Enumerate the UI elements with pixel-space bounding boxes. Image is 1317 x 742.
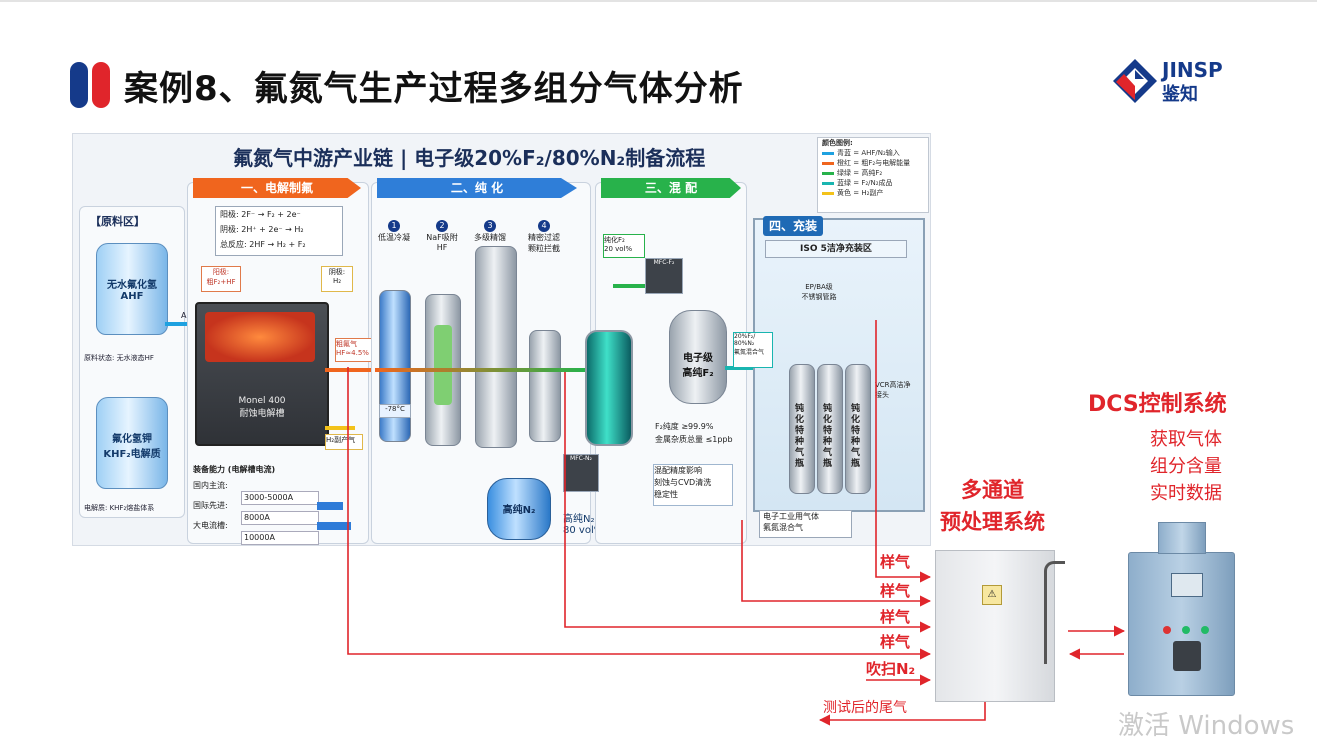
infographic-title: 氟氮气中游产业链 | 电子级20%F₂/80%N₂制备流程 bbox=[233, 146, 706, 170]
temp-label: -78°C bbox=[379, 404, 411, 418]
capacity-bar bbox=[317, 502, 343, 510]
sample-gas-label: 样气 bbox=[880, 608, 911, 626]
process-infographic: 氟氮气中游产业链 | 电子级20%F₂/80%N₂制备流程 颜色图例: 青蓝 =… bbox=[72, 133, 931, 546]
cell-label: Monel 400 耐蚀电解槽 bbox=[238, 396, 286, 419]
legend-item: 黄色 = H₂副产 bbox=[818, 188, 928, 198]
cell-glow bbox=[205, 312, 315, 362]
indicator-lights bbox=[1163, 619, 1211, 634]
reaction-cathode: 阴极: 2H⁺ + 2e⁻ → H₂ bbox=[220, 225, 304, 234]
section4-header: 四、充装 bbox=[763, 216, 823, 236]
capacity-box: 装备能力 (电解槽电流) 国内主流:3000-5000A 国际先进:8000A … bbox=[187, 464, 367, 545]
legend-item: 绿绿 = 高纯F₂ bbox=[818, 168, 928, 178]
anode-label: 阳极: 粗F₂+HF bbox=[201, 266, 241, 292]
crude-f2-label: 粗氟气 HF≈4.5% bbox=[335, 338, 375, 362]
raw-material-panel: 【原料区】 无水氟化氢 AHF 原料状态: 无水液态HF 氟化氢钾 KHF₂电解… bbox=[79, 206, 185, 518]
cabinet-pipes-icon bbox=[1044, 561, 1065, 664]
mfc-f2: MFC-F₂ bbox=[645, 258, 683, 294]
dcs-title: DCS控制系统 bbox=[1088, 392, 1227, 417]
mfc-f2-label: MFC-F₂ bbox=[653, 259, 675, 266]
cylinder-label-3: 钝化特种气瓶 bbox=[851, 404, 861, 469]
logo-text-en: JINSP bbox=[1162, 58, 1223, 82]
sample-gas-label: 样气 bbox=[880, 582, 911, 600]
purity-spec: F₂纯度 ≥99.9% 金属杂质总量 ≤1ppb bbox=[655, 422, 733, 444]
khf2-tank: 氟化氢钾 KHF₂电解质 bbox=[96, 397, 168, 489]
cabinet-panel bbox=[1173, 641, 1201, 671]
step-4: 4 精密过滤 颗粒拦截 bbox=[528, 220, 560, 253]
pure-f2-label: 纯化F₂ 20 vol% bbox=[603, 234, 645, 258]
capacity-bar bbox=[317, 522, 351, 530]
ahf-tank-label: 无水氟化氢 AHF bbox=[107, 280, 157, 302]
legend-title: 颜色图例: bbox=[822, 139, 853, 147]
naf-bed bbox=[434, 325, 452, 405]
multi-channel-title: 多通道 预处理系统 bbox=[940, 478, 1045, 534]
capacity-row: 国际先进:8000A bbox=[193, 500, 343, 525]
pretreatment-cabinet: ⚠ bbox=[935, 550, 1065, 702]
top-divider bbox=[0, 0, 1317, 2]
mix-note: 混配精度影响 刻蚀与CVD清洗 稳定性 bbox=[653, 464, 733, 506]
analyzer-cabinet bbox=[1128, 552, 1235, 696]
ahf-tank: 无水氟化氢 AHF bbox=[96, 243, 168, 335]
raw-panel-header: 【原料区】 bbox=[90, 215, 145, 228]
h2-pipe bbox=[325, 426, 355, 430]
step-1: 1 低温冷凝 bbox=[378, 220, 410, 242]
legend-item: 蓝绿 = F₂/N₂成品 bbox=[818, 178, 928, 188]
product-label: 电子工业用气体 氟氮混合气 bbox=[759, 510, 852, 538]
cabinet-display bbox=[1171, 573, 1203, 597]
precision-filter bbox=[529, 330, 561, 442]
mix-in-label: 20%F₂/ 80%N₂ 氟氮混合气 bbox=[733, 332, 773, 368]
n2-tank-label: 高纯N₂ bbox=[502, 505, 536, 516]
f2-tank-label: 电子级 高纯F₂ bbox=[682, 353, 714, 379]
f2-storage-tank: 电子级 高纯F₂ bbox=[669, 310, 727, 404]
logo-text-cn: 鉴知 bbox=[1162, 84, 1198, 105]
cold-condenser bbox=[379, 290, 411, 442]
section3-header: 三、混 配 bbox=[601, 178, 741, 198]
h2-byproduct-label: H₂副产气 bbox=[325, 434, 363, 450]
mfc-n2-label: MFC-N₂ bbox=[570, 455, 592, 462]
pipe-label: EP/BA级 不锈钢管路 bbox=[801, 283, 837, 301]
hazard-icon: ⚠ bbox=[982, 585, 1002, 605]
reaction-total: 总反应: 2HF → H₂ + F₂ bbox=[220, 240, 306, 249]
vcr-label: VCR高洁净 接头 bbox=[875, 381, 911, 399]
sample-gas-label: 样气 bbox=[880, 633, 911, 651]
ahf-feed-pipe bbox=[165, 322, 199, 326]
section1-header: 一、电解制氟 bbox=[193, 178, 361, 198]
step-2: 2 NaF吸附 HF bbox=[426, 220, 458, 252]
slide-header: 案例8、氟氮气生产过程多组分气体分析 bbox=[70, 60, 744, 110]
capacity-row: 国内主流:3000-5000A bbox=[193, 480, 319, 505]
f2-feed-pipe bbox=[613, 284, 653, 288]
cathode-label: 阴极: H₂ bbox=[321, 266, 353, 292]
color-legend: 颜色图例: 青蓝 = AHF/N₂输入 橙红 = 粗F₂与电解能量 绿绿 = 高… bbox=[817, 137, 929, 213]
slide-title: 案例8、氟氮气生产过程多组分气体分析 bbox=[124, 68, 744, 109]
capacity-title: 装备能力 (电解槽电流) bbox=[193, 465, 276, 474]
reaction-anode: 阳极: 2F⁻ → F₂ + 2e⁻ bbox=[220, 210, 301, 219]
analyzer-top-unit bbox=[1158, 522, 1206, 554]
ahf-note: 原料状态: 无水液态HF bbox=[84, 354, 154, 362]
jinsp-logo: JINSP 鉴知 bbox=[1110, 56, 1250, 106]
cylinder-label-2: 钝化特种气瓶 bbox=[823, 404, 833, 469]
purge-n2-label: 吹扫N₂ bbox=[866, 660, 916, 678]
section2-header: 二、纯 化 bbox=[377, 178, 577, 198]
cylinder-label-1: 钝化特种气瓶 bbox=[795, 404, 805, 469]
dcs-description: 获取气体 组分含量 实时数据 bbox=[1150, 429, 1222, 504]
exhaust-label: 测试后的尾气 bbox=[823, 700, 907, 716]
title-flag-icon bbox=[70, 62, 114, 108]
mfc-n2: MFC-N₂ bbox=[563, 454, 599, 492]
sample-gas-label: 样气 bbox=[880, 553, 911, 571]
electrolysis-cell: Monel 400 耐蚀电解槽 bbox=[195, 302, 329, 446]
legend-item: 橙红 = 粗F₂与电解能量 bbox=[818, 158, 928, 168]
khf2-note: 电解质: KHF₂熔盐体系 bbox=[84, 504, 155, 512]
khf2-tank-label: 氟化氢钾 KHF₂电解质 bbox=[103, 434, 161, 460]
step-3: 3 多级精馏 bbox=[474, 220, 506, 242]
cleanroom-label: ISO 5洁净充装区 bbox=[765, 240, 907, 258]
capacity-row: 大电流槽:10000A bbox=[193, 520, 351, 545]
purify-pipe bbox=[375, 368, 585, 372]
distillation-column bbox=[475, 246, 517, 448]
activation-watermark: 激活 Windows bbox=[1118, 711, 1295, 741]
reaction-box: 阳极: 2F⁻ → F₂ + 2e⁻ 阴极: 2H⁺ + 2e⁻ → H₂ 总反… bbox=[215, 206, 343, 256]
mixer-vessel bbox=[585, 330, 633, 446]
n2-tank: 高纯N₂ bbox=[487, 478, 551, 540]
jinsp-logo-icon bbox=[1113, 59, 1157, 103]
legend-item: 青蓝 = AHF/N₂输入 bbox=[818, 148, 928, 158]
